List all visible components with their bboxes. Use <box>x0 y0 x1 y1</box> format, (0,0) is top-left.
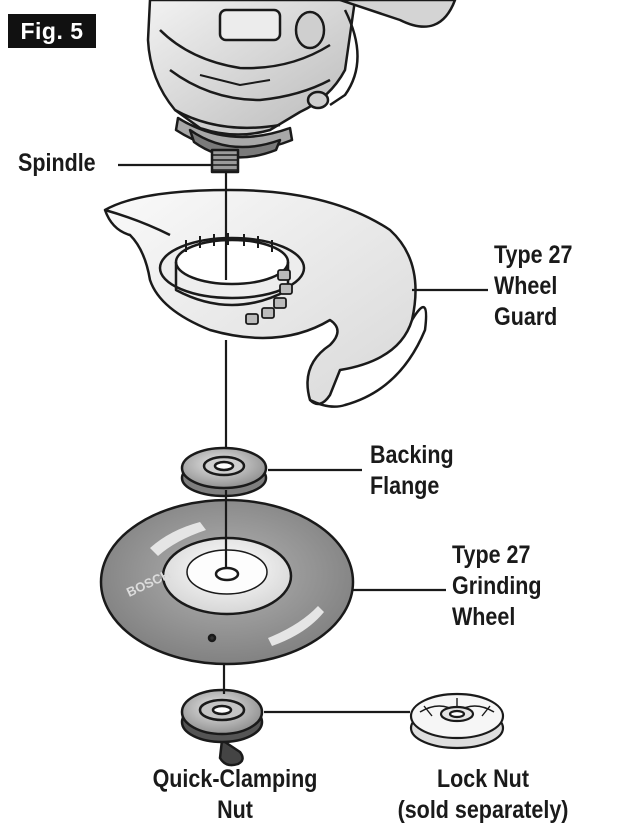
label-backing-flange-line-2: Flange <box>370 471 454 502</box>
label-lock-nut-line-2: (sold separately) <box>384 795 582 826</box>
label-spindle-line-1: Spindle <box>18 148 96 179</box>
quick-clamping-nut <box>182 690 262 765</box>
label-grinding-wheel-line-2: Grinding <box>452 571 542 602</box>
label-backing-flange-line-1: Backing <box>370 440 454 471</box>
backing-flange <box>182 448 266 496</box>
label-grinding-wheel-line-3: Wheel <box>452 602 542 633</box>
label-wheel-guard-line-1: Type 27 <box>494 240 572 271</box>
grinder-head <box>148 0 455 172</box>
label-grinding-wheel-line-1: Type 27 <box>452 540 542 571</box>
label-quick-clamping-nut-line-2: Nut <box>136 795 334 826</box>
label-lock-nut: Lock Nut (sold separately) <box>384 764 582 826</box>
lock-nut <box>411 694 503 748</box>
label-wheel-guard-line-2: Wheel <box>494 271 572 302</box>
label-backing-flange: Backing Flange <box>370 440 454 502</box>
figure-number-tag: Fig. 5 <box>8 14 96 48</box>
label-quick-clamping-nut-line-1: Quick-Clamping <box>136 764 334 795</box>
label-wheel-guard-line-3: Guard <box>494 302 572 333</box>
label-wheel-guard: Type 27 Wheel Guard <box>494 240 572 333</box>
label-spindle: Spindle <box>18 148 96 179</box>
label-grinding-wheel: Type 27 Grinding Wheel <box>452 540 542 633</box>
wheel-guard <box>105 190 426 407</box>
label-lock-nut-line-1: Lock Nut <box>384 764 582 795</box>
label-quick-clamping-nut: Quick-Clamping Nut <box>136 764 334 826</box>
